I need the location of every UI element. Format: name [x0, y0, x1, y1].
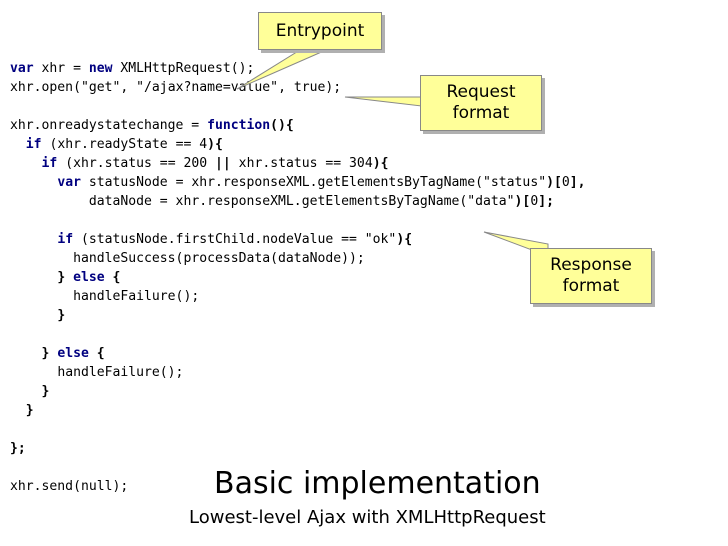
code-text: handleFailure();	[73, 289, 200, 304]
request-format-callout: Request format	[420, 75, 542, 131]
code-text: ){	[396, 232, 413, 247]
keyword: if	[25, 137, 42, 152]
code-text: , true);	[278, 80, 342, 95]
code-text: {	[88, 346, 105, 361]
string-literal: "get"	[80, 80, 121, 95]
code-text: ],	[569, 175, 586, 190]
code-line-15: }	[10, 382, 50, 401]
number-literal: 4	[199, 137, 208, 152]
code-line-14: handleFailure();	[10, 363, 183, 382]
code-line-1: var xhr = new XMLHttpRequest();	[10, 59, 254, 78]
code-line-6: var statusNode = xhr.responseXML.getElem…	[10, 173, 586, 192]
code-text: }	[57, 308, 66, 323]
string-literal: "data"	[467, 194, 515, 209]
operator: ||	[215, 156, 231, 171]
code-line-18: xhr.send(null);	[10, 477, 128, 496]
code-line-2: xhr.open("get", "/ajax?name=value", true…	[10, 78, 341, 97]
code-text: handleSuccess(processData(dataNode));	[73, 251, 365, 266]
entrypoint-callout: Entrypoint	[258, 12, 382, 50]
entrypoint-pointer	[236, 49, 327, 90]
code-line-17: };	[10, 439, 26, 458]
code-text: statusNode = xhr.responseXML.getElements…	[80, 175, 484, 190]
code-line-7: dataNode = xhr.responseXML.getElementsBy…	[10, 192, 554, 211]
code-text: }	[57, 270, 74, 285]
code-text: };	[10, 441, 26, 456]
code-line-11: handleFailure();	[10, 287, 199, 306]
code-text: ];	[538, 194, 554, 209]
keyword: if	[57, 232, 74, 247]
keyword: if	[41, 156, 58, 171]
code-line-16: }	[10, 401, 34, 420]
code-text: xhr.onreadystatechange =	[10, 118, 208, 133]
code-line-4: if (xhr.readyState == 4){	[10, 135, 223, 154]
number-literal: 0	[530, 194, 539, 209]
code-line-10: } else {	[10, 268, 120, 287]
keyword: var	[57, 175, 81, 190]
code-text: ){	[372, 156, 389, 171]
keyword: var	[10, 61, 34, 76]
code-text: xhr.send(null);	[10, 479, 129, 494]
code-line-5: if (xhr.status == 200 || xhr.status == 3…	[10, 154, 389, 173]
callout-label: Request	[446, 82, 516, 102]
code-text: )[	[514, 194, 531, 209]
code-line-8: if (statusNode.firstChild.nodeValue == "…	[10, 230, 412, 249]
code-text: (xhr.status ==	[57, 156, 184, 171]
code-text: ,	[120, 80, 137, 95]
code-text: ){	[207, 137, 223, 152]
code-text: XMLHttpRequest();	[112, 61, 255, 76]
code-text: xhr =	[33, 61, 89, 76]
code-text: (xhr.readyState ==	[41, 137, 200, 152]
code-text: {	[104, 270, 121, 285]
number-literal: 304	[349, 156, 373, 171]
code-text: xhr.open(	[10, 80, 81, 95]
string-literal: "/ajax?name=value"	[136, 80, 279, 95]
keyword: else	[57, 346, 89, 361]
slide-subtitle: Lowest-level Ajax with XMLHttpRequest	[189, 507, 546, 528]
callout-label: Response	[550, 255, 632, 275]
code-text: }	[41, 346, 58, 361]
callout-label: format	[562, 276, 620, 296]
slide-title: Basic implementation	[214, 466, 541, 501]
code-line-12: }	[10, 306, 65, 325]
code-line-13: } else {	[10, 344, 105, 363]
code-text: xhr.status ==	[230, 156, 350, 171]
keyword: function	[207, 118, 271, 133]
callout-label: Entrypoint	[275, 21, 365, 41]
keyword: new	[88, 61, 113, 76]
code-text: (statusNode.firstChild.nodeValue ==	[73, 232, 365, 247]
code-text: (){	[270, 118, 294, 133]
code-text: }	[41, 384, 50, 399]
keyword: else	[73, 270, 105, 285]
number-literal: 200	[183, 156, 208, 171]
code-text: }	[25, 403, 34, 418]
code-line-9: handleSuccess(processData(dataNode));	[10, 249, 365, 268]
request-pointer	[344, 96, 431, 108]
code-text: dataNode = xhr.responseXML.getElementsBy…	[88, 194, 468, 209]
string-literal: "status"	[483, 175, 547, 190]
callout-label: format	[452, 103, 510, 123]
code-line-3: xhr.onreadystatechange = function(){	[10, 116, 294, 135]
code-text: handleFailure();	[57, 365, 184, 380]
string-literal: "ok"	[364, 232, 397, 247]
number-literal: 0	[561, 175, 570, 190]
response-format-callout: Response format	[530, 248, 652, 304]
code-text: )[	[546, 175, 562, 190]
